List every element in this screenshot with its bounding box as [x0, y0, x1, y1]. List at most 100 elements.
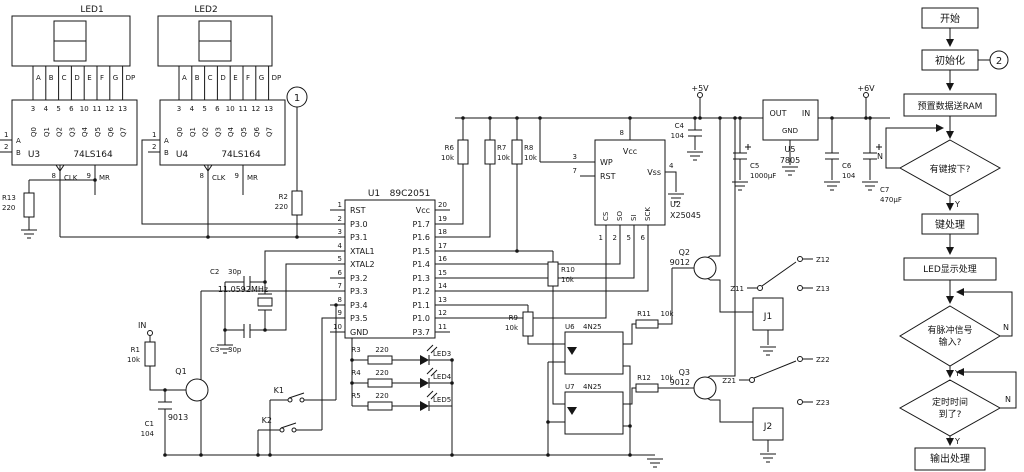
r6-body	[457, 139, 469, 165]
u1-right-pin-num-5: 15	[438, 269, 447, 277]
u1-part: 89C2051	[390, 189, 431, 199]
u1-left-pin-num-2: 3	[338, 228, 342, 236]
r6-value: 10k	[441, 154, 455, 162]
u1-right-pin-num-7: 13	[438, 296, 447, 304]
u1-left-pin-num-1: 2	[338, 215, 342, 223]
j2-label: J2	[763, 422, 772, 432]
segment-wires	[32, 66, 270, 100]
flow-pulse-question-line1: 有脉冲信号	[927, 324, 972, 336]
flow-yes-1: Y	[954, 200, 960, 209]
power-wires	[450, 98, 890, 252]
r10-ref: R10	[561, 266, 575, 274]
u2-rst-pin: 7	[573, 167, 577, 175]
flow-preset-label: 预置数据送RAM	[918, 100, 983, 112]
led-label-4: LED4	[433, 373, 452, 381]
u6-body	[564, 331, 624, 375]
oscillator-and-input	[144, 250, 330, 455]
u3-q-0: Q0	[30, 127, 38, 137]
u3-pin8: 8	[52, 172, 56, 180]
c2-ref: C2	[210, 268, 219, 276]
u1-left-pin-label-5: P3.2	[350, 274, 368, 283]
r9-value: 10k	[505, 324, 519, 332]
z21-label: Z21	[722, 377, 736, 385]
k2-label: K2	[262, 416, 272, 425]
shift-register-wires	[0, 107, 330, 239]
led1-segment-F: F	[100, 74, 104, 82]
z11-terminal	[757, 285, 763, 291]
r11-body	[635, 319, 659, 329]
u7-part: 4N25	[583, 383, 602, 391]
c6-ref: C6	[842, 162, 852, 170]
u2-bottom-pin-label-2: SI	[630, 214, 638, 221]
r9-body	[522, 311, 534, 337]
u1-right-pin-label-2: P1.6	[412, 233, 430, 242]
led4-symbol	[420, 378, 429, 388]
u1-right-pin-label-8: P1.0	[412, 314, 430, 323]
q3-value: 9012	[670, 378, 690, 387]
u3-qpin-1: 4	[44, 105, 49, 113]
led1-segment-E: E	[87, 74, 91, 82]
q1-ref: Q1	[175, 367, 186, 376]
k2-contact-right	[291, 427, 297, 433]
u2-vss-pin: 4	[669, 162, 674, 170]
u1-body	[344, 199, 436, 339]
seven-segment-displays	[11, 15, 273, 100]
u1-right-pin-label-3: P1.5	[412, 247, 430, 256]
u1-right-pin-num-1: 19	[438, 215, 447, 223]
flow-pulse-question-diamond	[899, 305, 1001, 367]
u1-left-pin-label-2: P3.1	[350, 233, 368, 242]
u3-pin-a: A	[16, 137, 21, 145]
u1-right-pin-label-4: P1.4	[412, 260, 430, 269]
led1-segment-A: A	[36, 74, 41, 82]
r5-body	[367, 401, 393, 411]
r9-ref: R9	[509, 314, 518, 322]
u4-mr: MR	[247, 174, 258, 182]
u5-part: 7805	[780, 156, 800, 165]
r6-ref: R6	[445, 144, 455, 152]
flowchart	[885, 7, 1017, 471]
u4-part: 74LS164	[221, 150, 261, 160]
u4-qpin-1: 4	[190, 105, 195, 113]
u3-q-3: Q3	[68, 127, 76, 137]
led-label-3: LED3	[433, 350, 451, 358]
z12-label: Z12	[816, 256, 830, 264]
u1-right-pin-num-2: 18	[438, 228, 447, 236]
circled-1: 1	[294, 93, 300, 104]
led2-segment-DP: DP	[272, 74, 282, 82]
u4-qpin-2: 5	[202, 105, 206, 113]
c1-ref: C1	[145, 420, 154, 428]
r3-body	[367, 355, 393, 365]
u1-right-pin-num-9: 11	[438, 323, 447, 331]
r13-body	[23, 192, 35, 218]
r3-ref: R3	[351, 346, 360, 354]
r4-body	[367, 378, 393, 388]
r10-value: 10k	[561, 276, 575, 284]
u1-left-pin-num-3: 4	[338, 242, 343, 250]
u3-q-4: Q4	[81, 126, 89, 137]
u3-q-7: Q7	[120, 127, 128, 137]
u4-q-4: Q4	[227, 126, 235, 137]
flow-timer-question-line2: 到了?	[939, 408, 962, 420]
q3-ref: Q3	[679, 368, 690, 377]
u7-led-symbol	[567, 407, 577, 415]
u1-right-pin-label-7: P1.1	[412, 301, 430, 310]
u4-pin2: 2	[152, 143, 156, 151]
u2-wp-pin: 3	[573, 153, 577, 161]
p5v-label: +5V	[691, 84, 709, 93]
u3-qpin-4: 10	[80, 105, 89, 113]
u4-pin1: 1	[152, 131, 156, 139]
crystal-body	[257, 297, 273, 307]
u1-right-pin-num-4: 16	[438, 255, 447, 263]
u3-part: 74LS164	[73, 150, 113, 160]
z22-terminal	[797, 356, 803, 362]
u2-wp: WP	[600, 158, 613, 167]
u3-qpin-7: 13	[118, 105, 127, 113]
u7-body	[564, 391, 624, 435]
u2-bottom-pin-num-0: 1	[599, 234, 603, 242]
z23-terminal	[797, 399, 803, 405]
u4-q-5: Q5	[240, 127, 248, 137]
u3-qpin-0: 3	[31, 105, 35, 113]
flow-pulse-question-line2: 输入?	[939, 336, 962, 348]
u3-mr: MR	[99, 174, 110, 182]
u6-part: 4N25	[583, 323, 602, 331]
